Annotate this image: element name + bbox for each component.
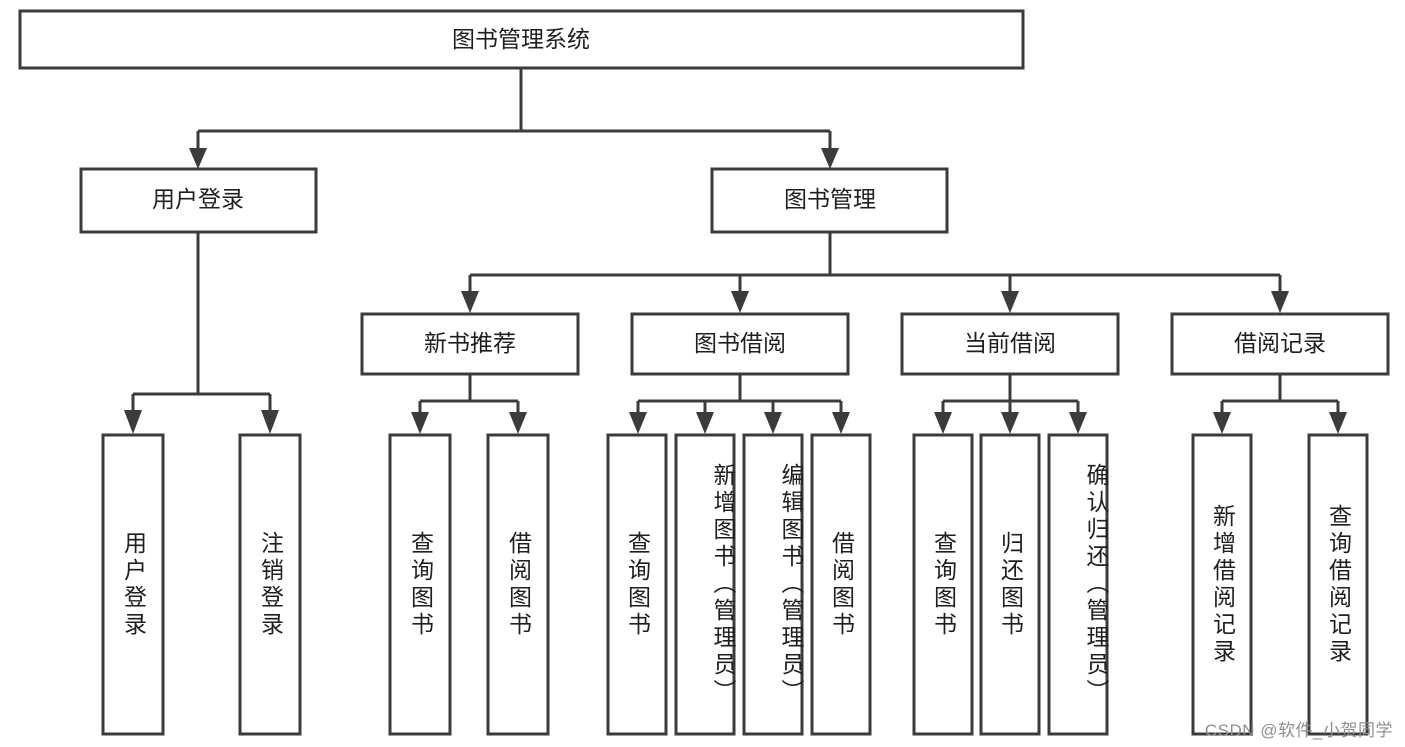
leaf-box-user-login-0[interactable] (101, 433, 165, 736)
leaf-box-borrow-record-0[interactable] (1191, 433, 1253, 736)
node-user-login-label: 用户登录 (152, 186, 244, 212)
node-book-management-label: 图书管理 (784, 186, 876, 212)
node-book-borrow-label: 图书借阅 (694, 330, 786, 356)
node-new-book-recommend[interactable]: 新书推荐 (360, 312, 580, 376)
leaf-box-user-login-1[interactable] (238, 433, 302, 736)
leaf-box-new-book-1[interactable] (486, 433, 550, 736)
leaf-box-current-borrow-0[interactable] (912, 433, 974, 736)
leaf-box-book-borrow-1[interactable] (674, 433, 736, 736)
node-root-label: 图书管理系统 (452, 26, 590, 52)
node-user-login[interactable]: 用户登录 (79, 167, 318, 234)
leaf-box-book-borrow-3[interactable] (810, 433, 872, 736)
connector-user-login-to-leaves (124, 232, 279, 434)
leaf-box-borrow-record-1[interactable] (1307, 433, 1369, 736)
node-book-borrow[interactable]: 图书借阅 (630, 312, 850, 376)
connector-new-book-to-leaves (411, 374, 527, 434)
leaf-box-current-borrow-1[interactable] (979, 433, 1041, 736)
connector-root-to-level2 (189, 68, 839, 169)
node-borrow-record[interactable]: 借阅记录 (1170, 312, 1390, 376)
leaf-box-new-book-0[interactable] (388, 433, 452, 736)
node-current-borrow[interactable]: 当前借阅 (900, 312, 1120, 376)
connector-book-mgmt-to-level3 (461, 232, 1289, 313)
node-current-borrow-label: 当前借阅 (964, 330, 1056, 356)
leaf-box-book-borrow-0[interactable] (606, 433, 668, 736)
node-root[interactable]: 图书管理系统 (18, 9, 1025, 70)
connector-current-borrow-to-leaves (934, 374, 1087, 434)
connector-borrow-record-to-leaves (1213, 374, 1347, 434)
node-borrow-record-label: 借阅记录 (1234, 330, 1326, 356)
connector-book-borrow-to-leaves (629, 374, 850, 434)
node-new-book-recommend-label: 新书推荐 (424, 330, 516, 356)
leaf-box-book-borrow-2[interactable] (742, 433, 804, 736)
leaf-box-current-borrow-2[interactable] (1047, 433, 1109, 736)
node-book-management[interactable]: 图书管理 (710, 167, 949, 234)
watermark-text: CSDN @软件_小贺同学 (1204, 721, 1393, 740)
